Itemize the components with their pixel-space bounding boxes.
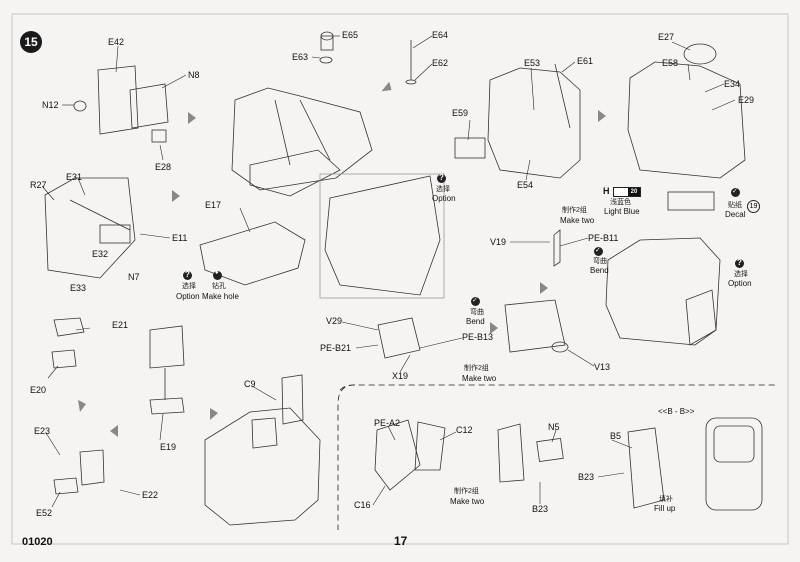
fill-up-zh: 填补 [659,496,673,503]
make-two-en: Make two [450,497,485,506]
part-label: C9 [244,379,256,389]
part-label: PE-B11 [588,233,619,243]
step-number-badge: 15 [20,31,42,53]
bend-en: Bend [590,266,609,275]
part-label: E34 [724,79,741,89]
part-label: PE-B21 [320,343,352,353]
make-hole-en: Make hole [202,292,239,301]
paint-swatch: 20 [613,187,641,197]
make-two-zh: 制作2组 [454,488,479,495]
part-label: E53 [524,58,541,68]
part-label: E54 [517,180,534,190]
make-two-en: Make two [560,216,595,225]
part-label: E17 [205,200,222,210]
part-label: R27 [30,180,47,190]
product-code: 01020 [22,536,53,548]
option-note-en: Option [432,194,456,203]
option-note-en: Option [728,279,752,288]
option-note-en: Option [176,292,200,301]
option-icon [735,258,744,268]
part-label: V19 [490,237,507,247]
part-label: B23 [578,472,595,482]
part-label: E64 [432,30,449,40]
decal-zh: 贴纸 [728,202,742,209]
part-label: X19 [392,371,409,381]
part-label: E65 [342,30,359,40]
make-two-en: Make two [462,374,497,383]
part-label: V13 [594,362,611,372]
bend-icon [594,246,603,256]
page-number: 17 [394,534,408,548]
part-label: E58 [662,58,679,68]
part-label: E52 [36,508,53,518]
part-label: PE-B13 [462,332,494,342]
part-label: E11 [172,233,188,243]
make-hole-zh: 钻孔 [212,283,226,290]
paint-code: H [603,186,610,196]
part-label: E28 [155,162,172,172]
part-label: N5 [548,422,560,432]
option-icon [183,270,192,280]
part-label: PE-A2 [374,418,401,428]
part-label: B5 [610,431,622,441]
bend-icon [471,296,480,306]
part-label: E29 [738,95,755,105]
part-label: E27 [658,32,675,42]
part-label: E23 [34,426,51,436]
part-label: E20 [30,385,47,395]
part-label: E19 [160,442,177,452]
paint-number: 20 [628,188,640,196]
part-label: E59 [452,108,469,118]
paint-name-zh: 浅蓝色 [610,199,631,206]
part-label: C12 [456,425,473,435]
make-two-zh: 制作2组 [464,365,489,372]
part-label: V29 [326,316,343,326]
drill-icon [213,270,222,280]
part-label: E21 [112,320,129,330]
decal-icon [731,187,740,197]
part-label: E22 [142,490,159,500]
part-label: B23 [532,504,549,514]
part-label: E32 [92,249,109,259]
part-label: E62 [432,58,449,68]
bend-en: Bend [466,317,485,326]
part-label: E33 [70,283,87,293]
option-icon [437,173,446,183]
part-label: N7 [128,272,140,282]
option-note-zh: 选择 [734,271,748,278]
bend-zh: 弯曲 [470,309,484,316]
section-label: <<B - B>> [658,407,695,416]
fill-up-en: Fill up [654,504,676,513]
option-note-zh: 选择 [436,186,450,193]
decal-number: 19 [747,200,760,213]
part-label: N12 [42,100,59,110]
part-label: E31 [66,172,83,182]
part-label: E42 [108,37,125,47]
option-note-zh: 选择 [182,283,196,290]
decal-en: Decal [725,210,746,219]
paint-name-en: Light Blue [604,207,640,216]
make-two-zh: 制作2组 [562,207,587,214]
bend-zh: 弯曲 [593,258,607,265]
part-label: C16 [354,500,371,510]
part-label: E63 [292,52,309,62]
part-label: N8 [188,70,200,80]
part-label: E61 [577,56,594,66]
